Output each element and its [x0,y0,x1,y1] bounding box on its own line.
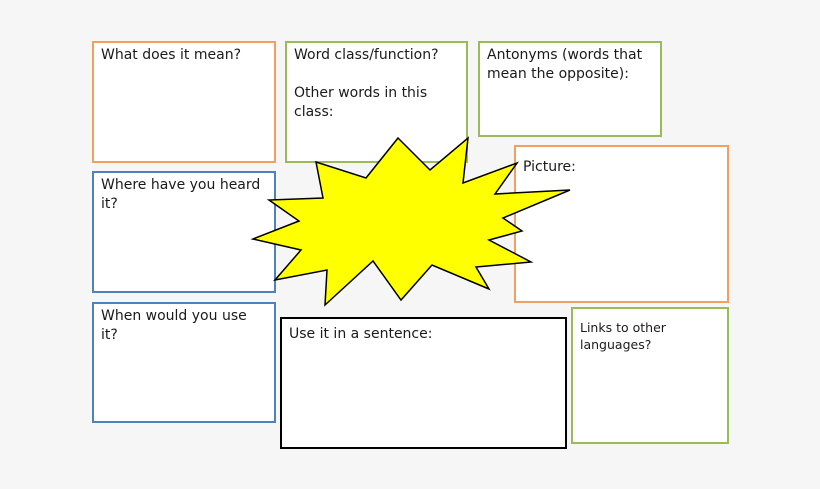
heard-box[interactable]: Where have you heard it? [92,171,276,293]
sentence-prompt: Use it in a sentence: [289,326,433,342]
sentence-box[interactable]: Use it in a sentence: [280,317,567,449]
use-box[interactable]: When would you use it? [92,302,276,423]
links-prompt: Links to other languages? [580,320,670,352]
antonyms-box[interactable]: Antonyms (words that mean the opposite): [478,41,662,137]
meaning-box[interactable]: What does it mean? [92,41,276,163]
picture-box[interactable]: Picture: [514,145,729,303]
links-box[interactable]: Links to other languages? [571,307,729,444]
word-class-box[interactable]: Word class/function? Other words in this… [285,41,468,163]
picture-prompt: Picture: [523,159,576,175]
heard-prompt: Where have you heard it? [101,177,265,212]
word-class-prompt: Word class/function? [294,47,439,63]
antonyms-prompt: Antonyms (words that mean the opposite): [487,47,647,82]
use-prompt: When would you use it? [101,308,252,343]
starburst-polygon [250,136,571,307]
meaning-prompt: What does it mean? [101,47,242,63]
other-words-prompt: Other words in this class: [294,85,432,120]
